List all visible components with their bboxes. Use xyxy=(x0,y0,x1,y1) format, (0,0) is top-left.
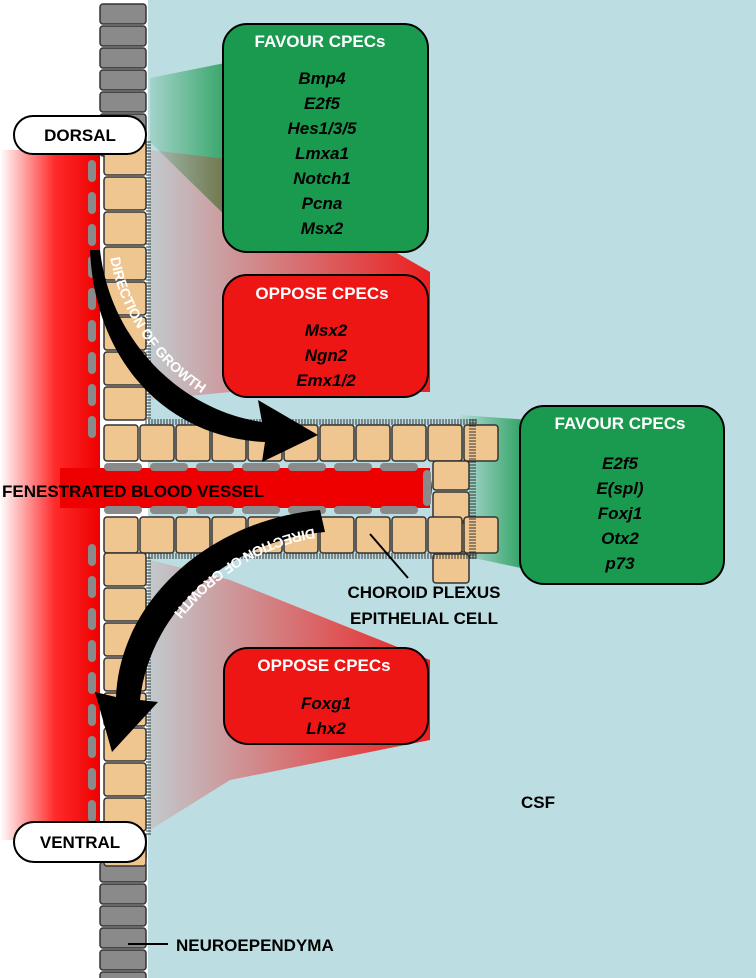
gene-label: Pcna xyxy=(302,194,343,213)
vessel-label: FENESTRATED BLOOD VESSEL xyxy=(2,482,264,501)
cpec-label-line1: CHOROID PLEXUS xyxy=(347,583,500,602)
gene-label: Hes1/3/5 xyxy=(288,119,358,138)
csf-label: CSF xyxy=(521,793,555,812)
oppose-box-ventral-title: OPPOSE CPECs xyxy=(257,656,390,675)
growth-arrow-upper xyxy=(90,250,318,462)
gene-label: p73 xyxy=(604,554,635,573)
favour-box-dorsal-title: FAVOUR CPECs xyxy=(255,32,386,51)
svg-text:VENTRAL: VENTRAL xyxy=(40,833,120,852)
gene-label: E(spl) xyxy=(596,479,644,498)
vertical-fenestrations xyxy=(88,160,96,822)
ventral-label: VENTRAL xyxy=(13,821,147,863)
gene-label: Msx2 xyxy=(301,219,344,238)
gene-label: Lhx2 xyxy=(306,719,346,738)
favour-box-tip-title: FAVOUR CPECs xyxy=(555,414,686,433)
neuroependyma-label: NEUROEPENDYMA xyxy=(176,936,334,955)
dorsal-label: DORSAL xyxy=(13,115,147,155)
gene-label: E2f5 xyxy=(602,454,638,473)
gene-label: Emx1/2 xyxy=(296,371,356,390)
svg-text:DORSAL: DORSAL xyxy=(44,126,116,145)
gene-label: Msx2 xyxy=(305,321,348,340)
gene-label: E2f5 xyxy=(304,94,340,113)
fenestrated-blood-vessel xyxy=(60,463,432,514)
gene-label: Ngn2 xyxy=(305,346,348,365)
gene-label: Notch1 xyxy=(293,169,351,188)
cpec-pointer-line xyxy=(369,533,409,579)
favour-box-dorsal: FAVOUR CPECs Bmp4E2f5Hes1/3/5Lmxa1Notch1… xyxy=(222,23,429,253)
cpec-label-line2: EPITHELIAL CELL xyxy=(350,609,498,628)
gene-label: Foxj1 xyxy=(598,504,642,523)
choroid-plexus-cells xyxy=(103,141,499,867)
gene-label: Bmp4 xyxy=(298,69,346,88)
gene-label: Otx2 xyxy=(601,529,639,548)
gene-label: Foxg1 xyxy=(301,694,351,713)
growth-arrow-lower xyxy=(95,510,325,752)
gene-label: Lmxa1 xyxy=(295,144,349,163)
oppose-box-dorsal-title: OPPOSE CPECs xyxy=(255,284,388,303)
